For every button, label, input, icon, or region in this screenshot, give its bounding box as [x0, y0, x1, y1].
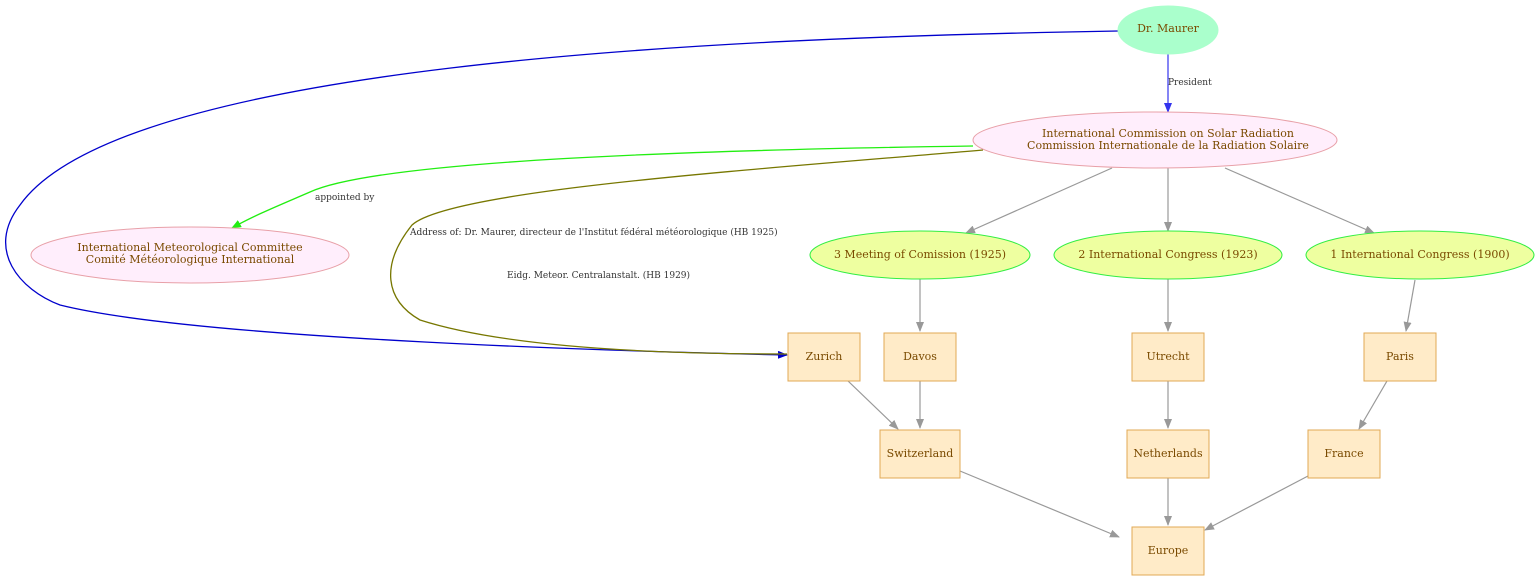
node-label: 1 International Congress (1900) [1330, 248, 1509, 261]
node-label: Utrecht [1146, 350, 1190, 363]
edge-france-europe [1204, 475, 1309, 531]
node-zurich[interactable]: Zurich [787, 332, 861, 382]
node-label: Switzerland [887, 447, 954, 460]
node-meeting-1925[interactable]: 3 Meeting of Comission (1925) [809, 230, 1031, 280]
edge-congress1900-paris [1403, 279, 1416, 332]
node-label: Dr. Maurer [1137, 22, 1200, 35]
node-label: 3 Meeting of Comission (1925) [834, 248, 1006, 261]
node-switzerland[interactable]: Switzerland [879, 429, 961, 479]
edge-maurer-zurich [5, 30, 1119, 359]
node-davos[interactable]: Davos [883, 332, 957, 382]
node-label: Netherlands [1133, 447, 1203, 460]
node-label: Paris [1386, 350, 1414, 363]
node-icsr[interactable]: International Commission on Solar Radiat… [972, 111, 1338, 169]
node-label: 2 International Congress (1923) [1078, 248, 1257, 261]
node-netherlands[interactable]: Netherlands [1126, 429, 1210, 479]
node-dr-maurer[interactable]: Dr. Maurer [1117, 5, 1219, 55]
node-label-line1: International Meteorological Committee [77, 241, 302, 254]
edge-label-appointed-by: appointed by [315, 193, 375, 203]
edge-icsr-congress-1900 [1224, 167, 1375, 234]
edge-label-president: President [1168, 78, 1212, 88]
node-congress-1923[interactable]: 2 International Congress (1923) [1053, 230, 1283, 280]
node-congress-1900[interactable]: 1 International Congress (1900) [1305, 230, 1535, 280]
node-utrecht[interactable]: Utrecht [1131, 332, 1205, 382]
edges: President appointed by Address of: Dr. M… [5, 30, 1416, 538]
node-label: France [1324, 447, 1363, 460]
node-label-line2: Comité Météorologique International [86, 253, 295, 266]
node-europe[interactable]: Europe [1131, 526, 1205, 576]
edge-label-address-1925: Address of: Dr. Maurer, directeur de l'I… [409, 227, 778, 238]
edge-icsr-zurich [390, 149, 984, 355]
node-label: Europe [1148, 544, 1189, 557]
edge-switzerland-europe [959, 470, 1120, 538]
edge-label-address-1929: Eidg. Meteor. Centralanstalt. (HB 1929) [507, 270, 690, 281]
node-label: Davos [903, 350, 937, 363]
node-label: Zurich [806, 350, 843, 363]
node-label-line1: International Commission on Solar Radiat… [1042, 127, 1294, 140]
edge-zurich-switzerland [847, 380, 899, 430]
node-label-line2: Commission Internationale de la Radiatio… [1027, 139, 1309, 152]
edge-icsr-meeting-1925 [965, 167, 1113, 234]
nodes: Dr. Maurer International Commission on S… [30, 5, 1535, 576]
edge-paris-france [1358, 380, 1388, 430]
node-paris[interactable]: Paris [1363, 332, 1437, 382]
edge-icsr-imc [231, 145, 974, 229]
node-imc[interactable]: International Meteorological Committee C… [30, 226, 350, 284]
node-france[interactable]: France [1307, 429, 1381, 479]
